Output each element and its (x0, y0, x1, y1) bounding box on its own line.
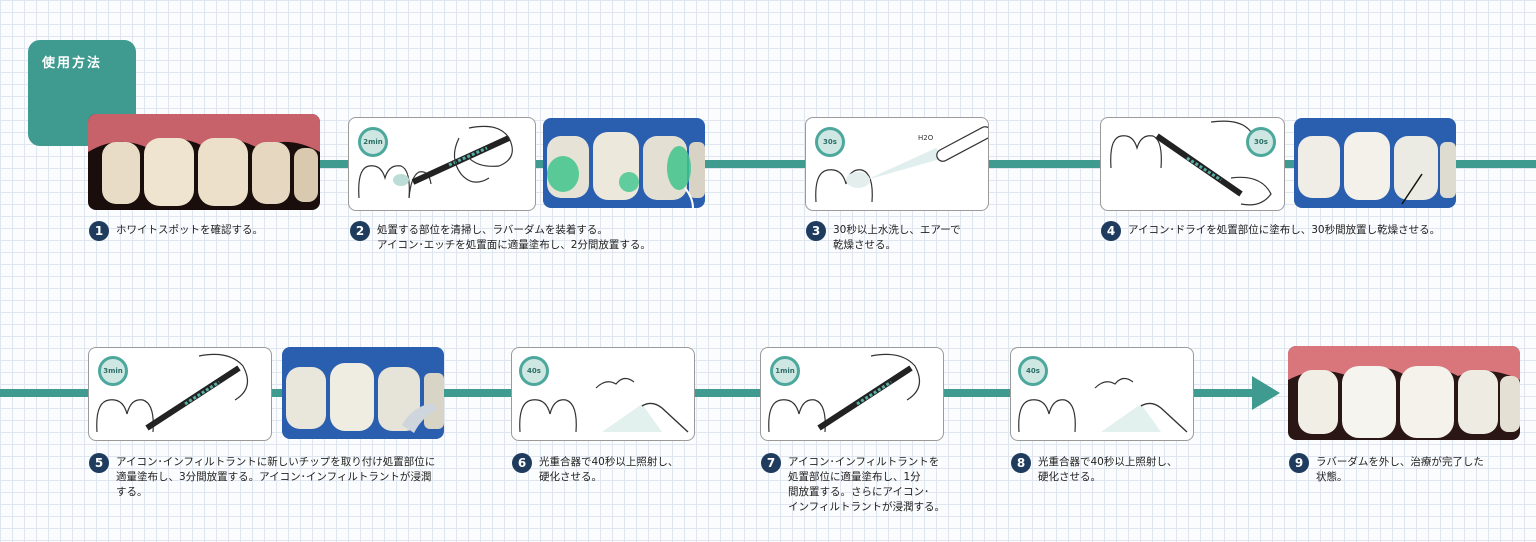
step-description: 光重合器で40秒以上照射し、 硬化させる。 (1038, 456, 1178, 483)
timer-icon: 40s (1018, 356, 1048, 386)
photo-etch-applied (543, 118, 705, 208)
step-number-badge: 4 (1101, 221, 1121, 241)
photo-dried-teeth (1294, 118, 1456, 208)
step-description: ホワイトスポットを確認する。 (116, 224, 263, 236)
photo-treatment-complete (1288, 346, 1520, 440)
step-number-badge: 5 (89, 453, 109, 473)
step-description: 処置する部位を清掃し、ラバーダムを装着する。 アイコン･エッチを処置面に適量塗布… (377, 224, 651, 251)
step-description: アイコン･インフィルトラントを 処置部位に適量塗布し、1分 間放置する。さらにア… (788, 456, 945, 513)
section-title: 使用方法 (42, 56, 103, 71)
step-number-badge: 7 (761, 453, 781, 473)
step-number-badge: 9 (1289, 453, 1309, 473)
timer-icon: 1min (770, 356, 800, 386)
timer-icon: 3min (98, 356, 128, 386)
step-number-badge: 3 (806, 221, 826, 241)
step-number-badge: 1 (89, 221, 109, 241)
water-label: H2O (918, 134, 934, 142)
step-description: 30秒以上水洗し、エアーで 乾燥させる。 (833, 224, 961, 251)
photo-infiltrant-applied (282, 347, 444, 439)
timer-icon: 40s (519, 356, 549, 386)
step-description: アイコン･ドライを処置部位に塗布し、30秒間放置し乾燥させる。 (1128, 224, 1441, 236)
step-number-badge: 2 (350, 221, 370, 241)
photo-white-spot (88, 114, 320, 210)
illustration-light-cure-2 (1010, 347, 1194, 441)
step-description: アイコン･インフィルトラントに新しいチップを取り付け処置部位に 適量塗布し、3分… (116, 456, 436, 498)
timer-icon: 30s (1246, 127, 1276, 157)
step-number-badge: 6 (512, 453, 532, 473)
step-number-badge: 8 (1011, 453, 1031, 473)
timer-icon: 2min (358, 127, 388, 157)
timer-icon: 30s (815, 127, 845, 157)
step-description: ラバーダムを外し、治療が完了した 状態。 (1316, 456, 1484, 483)
timeline-arrow-head (1252, 376, 1280, 410)
section-header-tab: 使用方法 (28, 40, 136, 146)
step-description: 光重合器で40秒以上照射し、 硬化させる。 (539, 456, 679, 483)
